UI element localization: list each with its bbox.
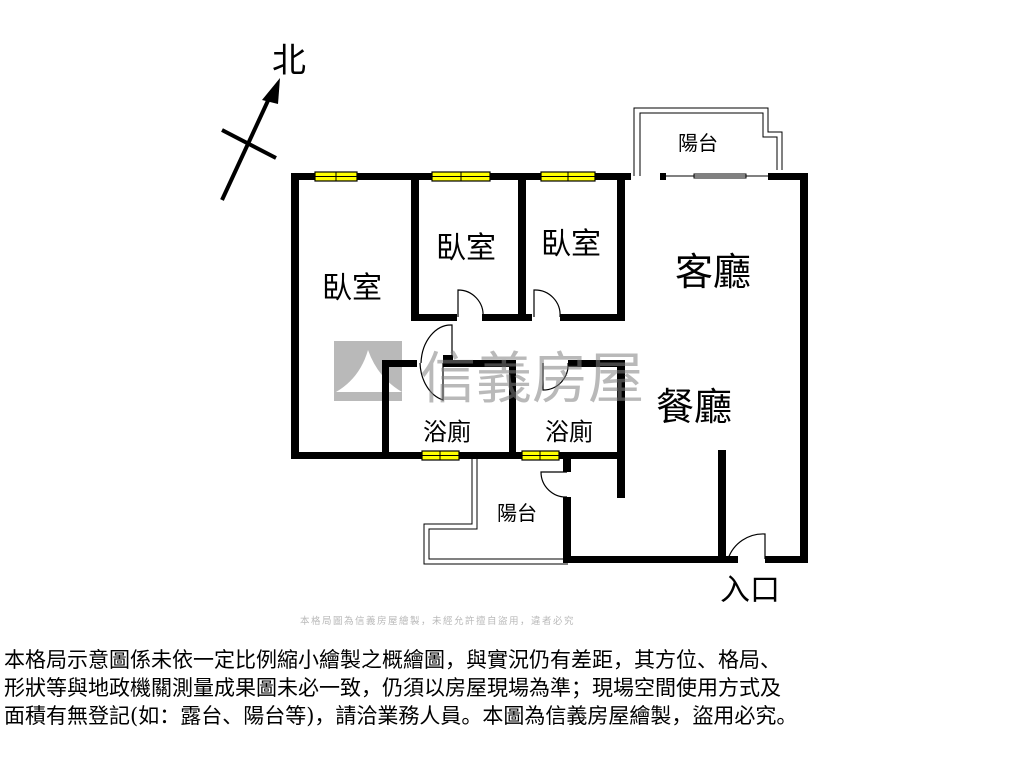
disclaimer-line: 本格局示意圖係未依一定比例縮小繪製之概繪圖，與實況仍有差距，其方位、格局、 (4, 648, 781, 672)
door (420, 324, 453, 364)
label-entrance: 入口 (720, 573, 780, 608)
door (533, 289, 561, 318)
label-bedroom-1: 臥室 (322, 271, 382, 306)
sliding-door (666, 173, 768, 179)
label-balcony-bottom: 陽台 (497, 501, 537, 525)
balcony-outlines (423, 107, 783, 565)
door (457, 289, 484, 318)
watermark-text: 本格局圖為信義房屋繪製，未經允許擅自盜用，違者必究 (300, 615, 575, 627)
watermark (334, 341, 402, 401)
door (419, 362, 444, 401)
label-bathroom-2: 浴廁 (545, 418, 593, 446)
north-arrow: 北 (220, 41, 306, 201)
door (540, 471, 568, 498)
disclaimer-line: 形狀等與地政機關測量成果圖未必一致，仍須以房屋現場為準；現場空間使用方式及 (4, 676, 781, 700)
label-living-room: 客廳 (675, 250, 751, 294)
label-balcony-top: 陽台 (678, 131, 718, 155)
label-bedroom-2: 臥室 (436, 231, 496, 266)
watermark-texts: 信義房屋 本格局圖為信義房屋繪製，未經允許擅自盜用，違者必究 (300, 347, 644, 627)
label-bedroom-3: 臥室 (541, 227, 601, 262)
window-lines (315, 172, 595, 460)
disclaimer: 本格局示意圖係未依一定比例縮小繪製之概繪圖，與實況仍有差距，其方位、格局、 形狀… (4, 646, 1020, 730)
label-bathroom-1: 浴廁 (423, 418, 471, 446)
doors (419, 289, 766, 560)
entrance-door (727, 533, 766, 560)
room-labels: 臥室 臥室 臥室 客廳 餐廳 浴廁 浴廁 陽台 陽台 入口 (322, 131, 780, 608)
disclaimer-line: 面積有無登記(如：露台、陽台等)，請洽業務人員。本圖為信義房屋繪製，盜用必究。 (4, 704, 798, 728)
watermark-brand: 信義房屋 (420, 347, 644, 412)
north-label: 北 (272, 41, 306, 81)
label-dining-room: 餐廳 (656, 385, 732, 429)
door (542, 362, 569, 391)
